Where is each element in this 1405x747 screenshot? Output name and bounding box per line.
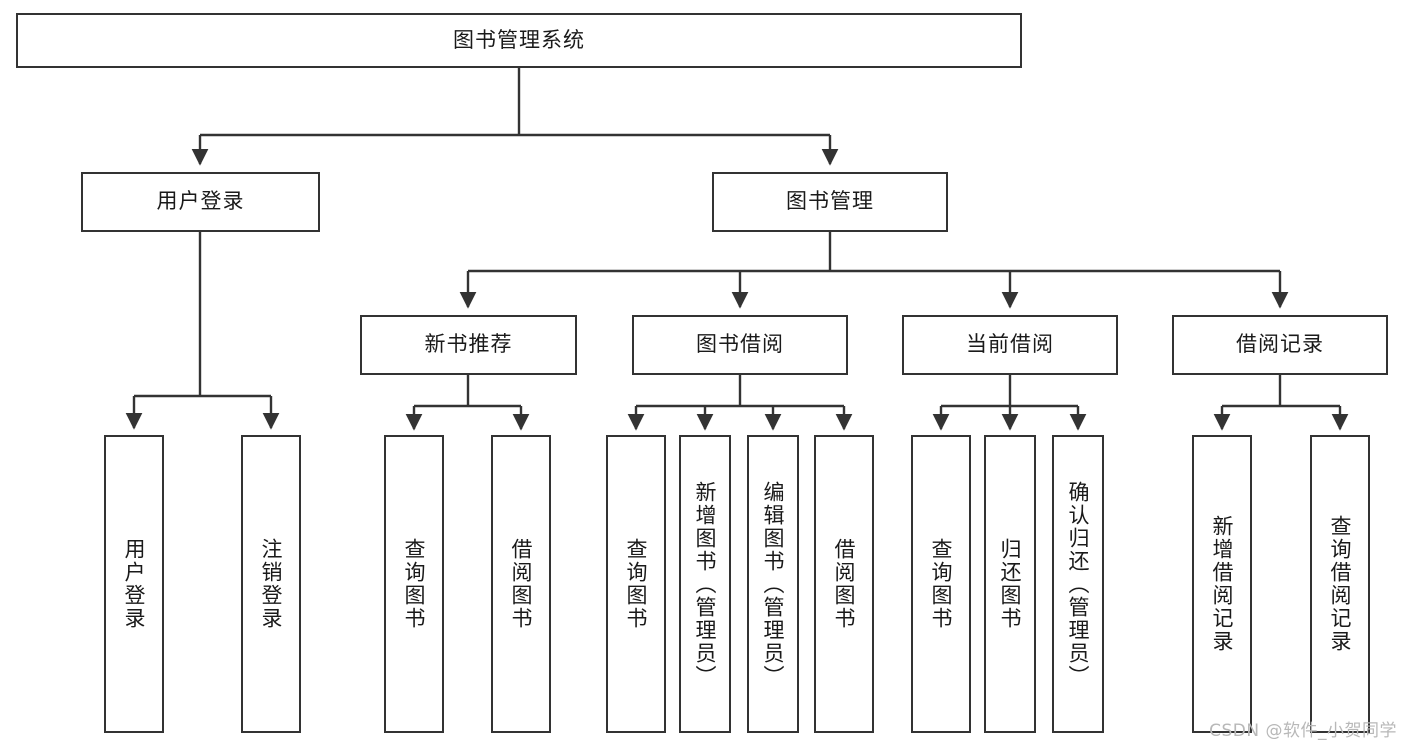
node-label: 确认归还（管理员）: [1066, 480, 1090, 688]
node-label: 借阅记录: [1236, 332, 1324, 357]
node-book-management-system[interactable]: 图书管理系统: [16, 13, 1022, 68]
node-current-borrow[interactable]: 当前借阅: [902, 315, 1118, 375]
node-leaf-user-login[interactable]: 用户登录: [104, 435, 164, 733]
node-label: 图书借阅: [696, 332, 784, 357]
node-leaf-query-book-1[interactable]: 查询图书: [384, 435, 444, 733]
node-borrow-record[interactable]: 借阅记录: [1172, 315, 1388, 375]
node-label: 新增借阅记录: [1210, 515, 1234, 653]
node-label: 注销登录: [259, 538, 283, 630]
node-label: 查询图书: [929, 538, 953, 630]
node-new-book-recommend[interactable]: 新书推荐: [360, 315, 577, 375]
node-leaf-query-record[interactable]: 查询借阅记录: [1310, 435, 1370, 733]
node-label: 查询图书: [402, 538, 426, 630]
node-leaf-return-book[interactable]: 归还图书: [984, 435, 1036, 733]
node-label: 归还图书: [998, 538, 1022, 630]
node-leaf-confirm-return[interactable]: 确认归还（管理员）: [1052, 435, 1104, 733]
node-label: 新书推荐: [424, 332, 513, 357]
node-leaf-borrow-book-1[interactable]: 借阅图书: [491, 435, 551, 733]
node-label: 当前借阅: [966, 332, 1054, 357]
node-leaf-edit-book[interactable]: 编辑图书（管理员）: [747, 435, 799, 733]
node-leaf-query-book-3[interactable]: 查询图书: [911, 435, 971, 733]
node-book-borrow[interactable]: 图书借阅: [632, 315, 848, 375]
node-label: 借阅图书: [509, 538, 533, 630]
watermark: CSDN @软件_小贺同学: [1209, 721, 1397, 741]
node-leaf-query-book-2[interactable]: 查询图书: [606, 435, 666, 733]
node-label: 查询图书: [624, 538, 648, 630]
node-leaf-borrow-book-2[interactable]: 借阅图书: [814, 435, 874, 733]
node-leaf-logout-login[interactable]: 注销登录: [241, 435, 301, 733]
node-leaf-add-book[interactable]: 新增图书（管理员）: [679, 435, 731, 733]
node-label: 图书管理系统: [453, 27, 585, 52]
node-label: 新增图书（管理员）: [693, 480, 717, 688]
node-label: 用户登录: [122, 538, 146, 630]
node-book-management[interactable]: 图书管理: [712, 172, 948, 232]
node-user-login[interactable]: 用户登录: [81, 172, 320, 232]
node-label: 借阅图书: [832, 538, 856, 630]
node-label: 图书管理: [786, 189, 874, 214]
node-label: 编辑图书（管理员）: [761, 480, 785, 688]
node-label: 用户登录: [156, 189, 245, 214]
node-leaf-add-record[interactable]: 新增借阅记录: [1192, 435, 1252, 733]
node-label: 查询借阅记录: [1328, 515, 1352, 653]
